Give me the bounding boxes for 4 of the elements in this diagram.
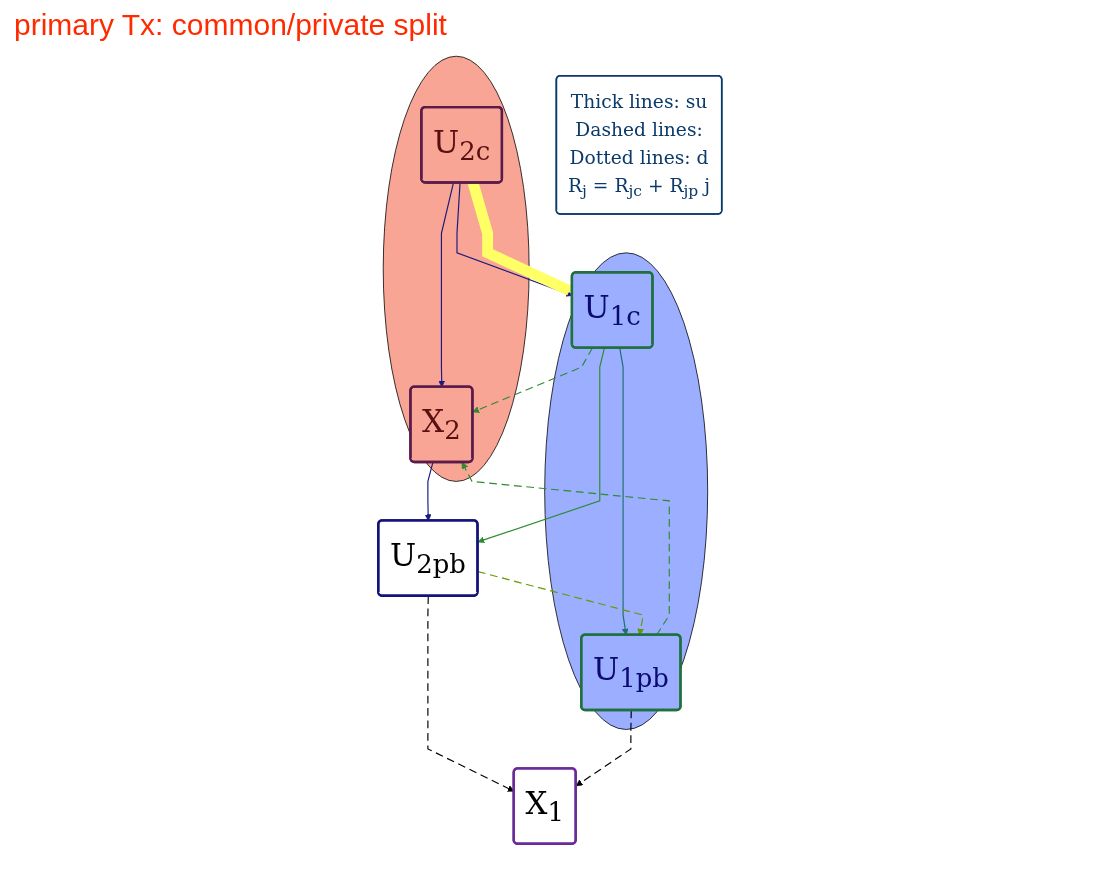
heading-text: primary Tx: common/private split [14,8,448,42]
arrow [424,461,434,521]
arrow [472,347,593,413]
arrow [477,347,605,544]
